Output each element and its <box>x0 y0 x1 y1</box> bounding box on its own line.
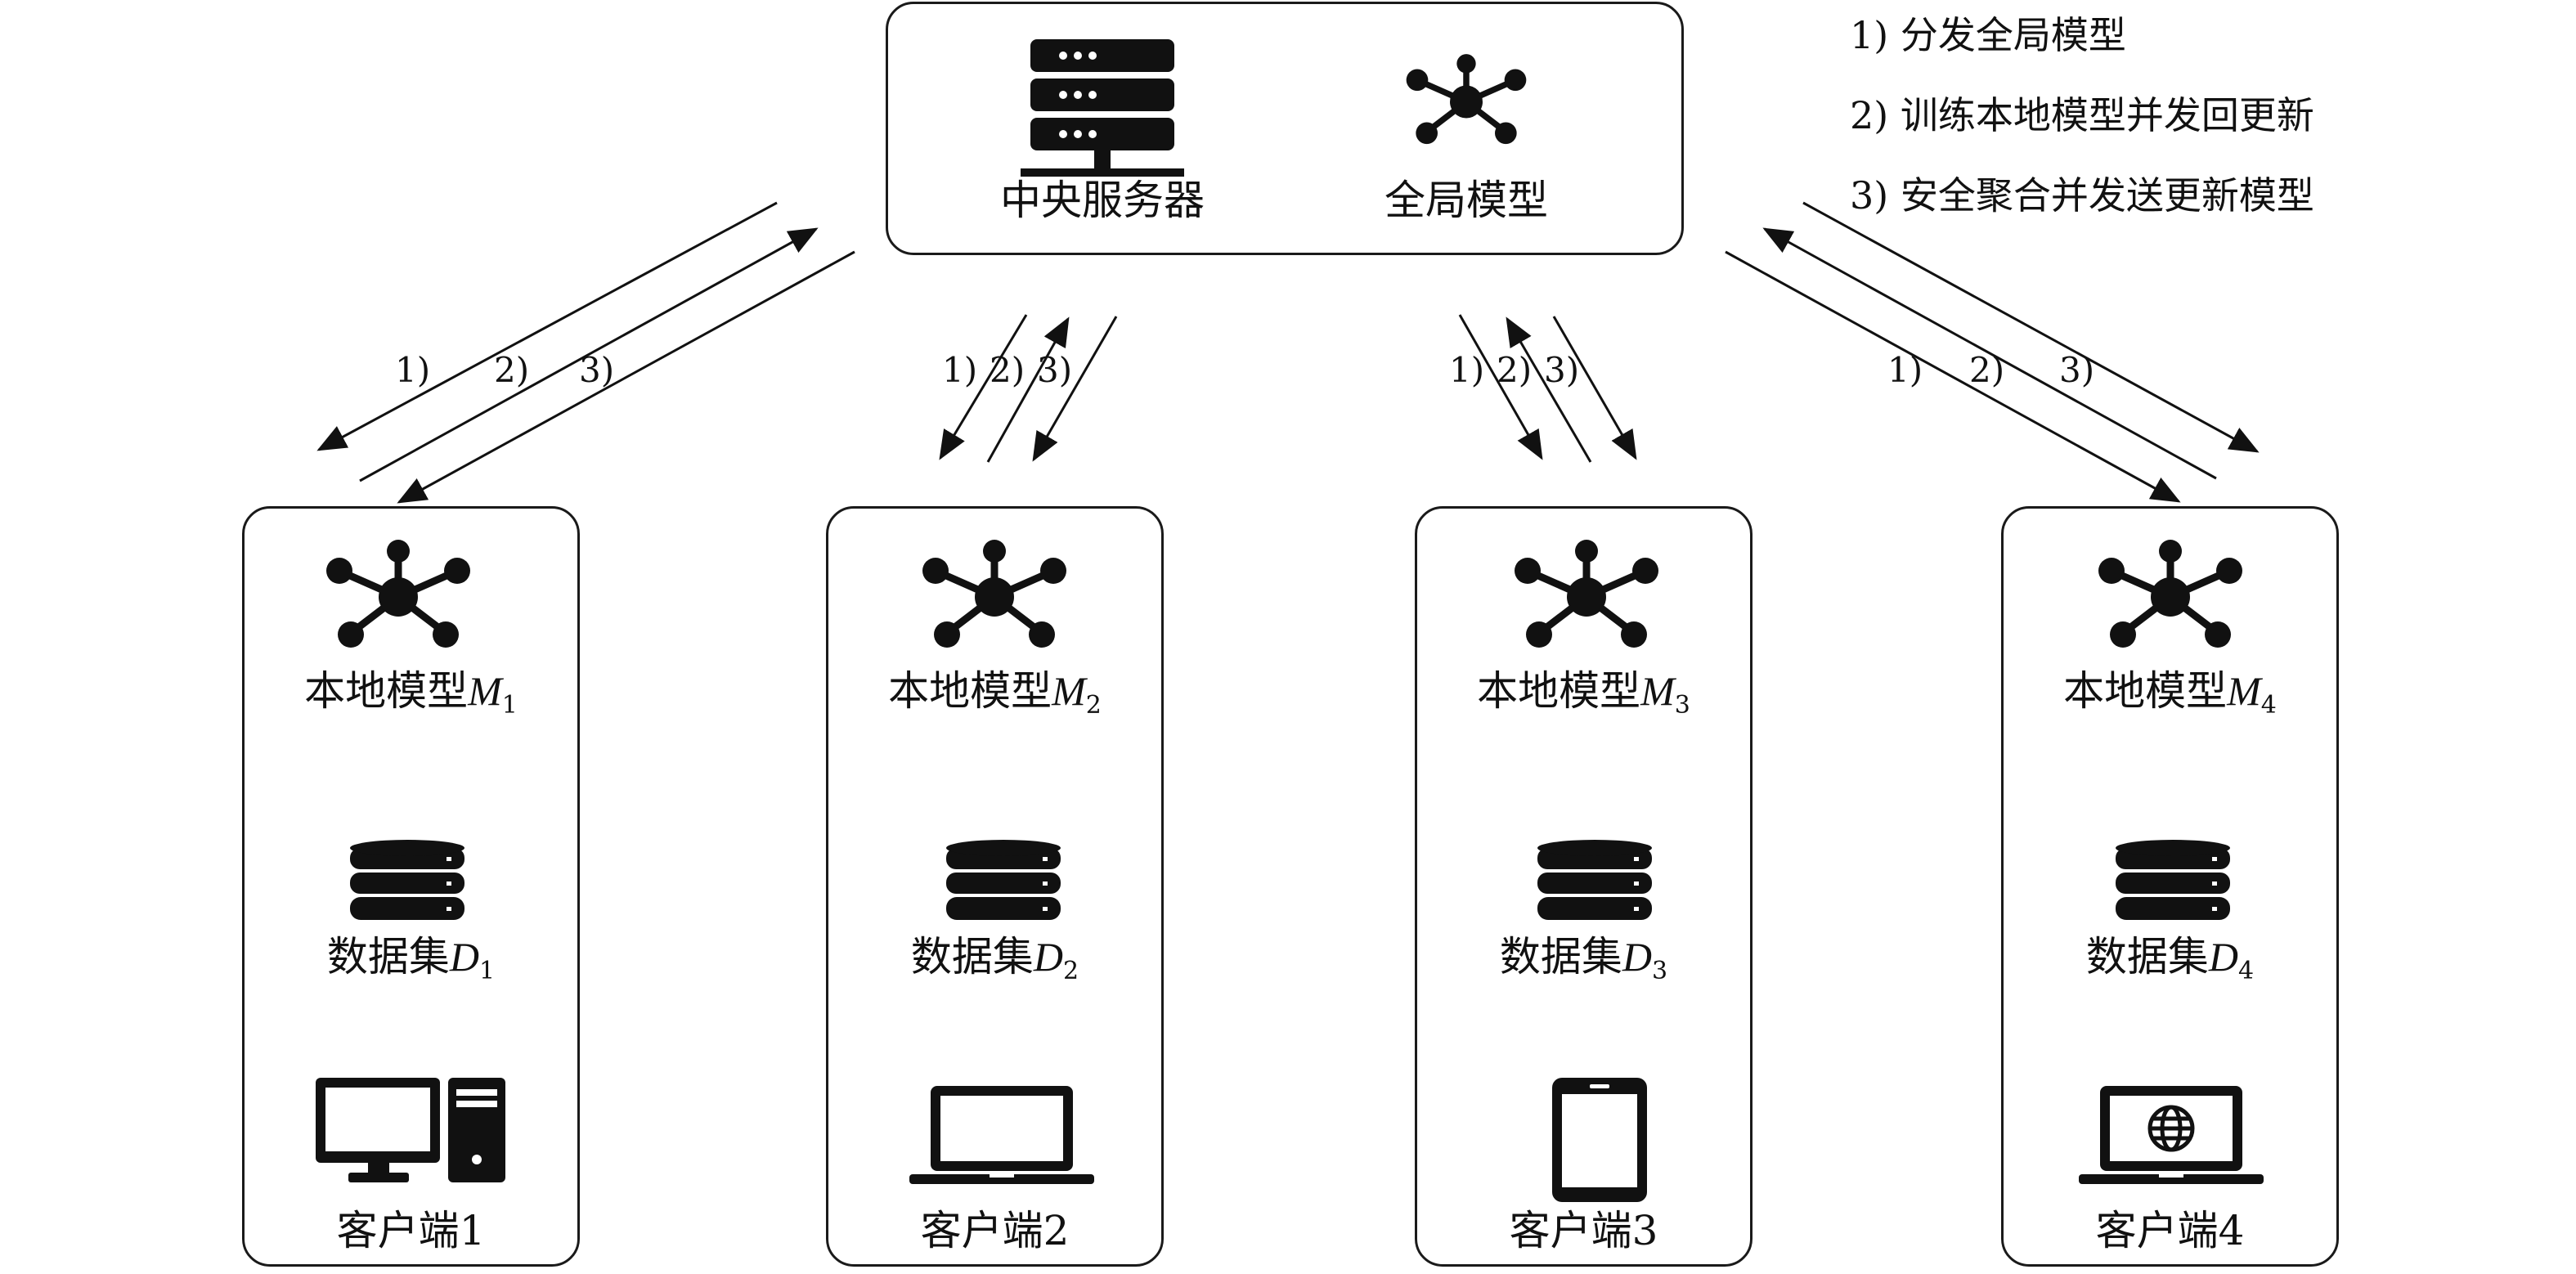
local-model-network-icon <box>1513 540 1660 654</box>
central-server-box <box>886 2 1684 255</box>
legend-step-2: 2) 训练本地模型并发回更新 <box>1850 93 2314 137</box>
client-name-4: 客户端4 <box>2095 1207 2245 1254</box>
laptop-icon <box>909 1086 1094 1184</box>
arrow-label-1-client-3: 1) <box>1449 350 1485 390</box>
arrow-label-3-client-2: 3) <box>1037 350 1073 390</box>
legend-step-3: 3) 安全聚合并发送更新模型 <box>1850 173 2314 218</box>
database-icon <box>1537 840 1652 920</box>
local-model-label-1: 本地模型M1 <box>304 667 518 720</box>
arrow-label-2-client-1: 2) <box>494 350 530 390</box>
arrow-2-client-1 <box>359 227 819 482</box>
arrow-label-2-client-2: 2) <box>990 350 1025 390</box>
arrow-label-2-client-3: 2) <box>1497 350 1533 390</box>
arrow-1-client-1 <box>316 201 778 451</box>
server-rack-icon <box>1021 39 1184 177</box>
arrow-label-2-client-4: 2) <box>1969 350 2005 390</box>
local-model-network-icon <box>921 540 1068 654</box>
local-model-label-2: 本地模型M2 <box>888 667 1102 720</box>
arrow-3-client-1 <box>397 250 855 504</box>
arrow-3-client-2 <box>1032 316 1118 462</box>
client-name-3: 客户端3 <box>1509 1207 1658 1254</box>
dataset-label-4: 数据集D4 <box>2085 933 2255 985</box>
client-name-2: 客户端2 <box>920 1207 1070 1254</box>
local-model-label-3: 本地模型M3 <box>1477 667 1690 720</box>
arrow-2-client-4 <box>1762 227 2217 480</box>
dataset-label-2: 数据集D2 <box>910 933 1079 985</box>
arrow-1-client-4 <box>1802 201 2260 453</box>
arrow-label-1-client-4: 1) <box>1887 350 1923 390</box>
arrow-2-client-2 <box>986 316 1070 463</box>
arrow-label-3-client-3: 3) <box>1544 350 1580 390</box>
arrow-label-1-client-1: 1) <box>395 350 431 390</box>
arrow-label-3-client-1: 3) <box>579 350 615 390</box>
arrow-label-3-client-4: 3) <box>2059 350 2095 390</box>
legend-step-1: 1) 分发全局模型 <box>1850 13 2126 57</box>
arrow-1-client-2 <box>939 314 1028 460</box>
database-icon <box>946 840 1061 920</box>
arrow-2-client-3 <box>1506 316 1592 463</box>
arrow-label-1-client-2: 1) <box>942 350 978 390</box>
local-model-network-icon <box>325 540 472 654</box>
laptop-globe-icon <box>2079 1086 2264 1184</box>
dataset-label-1: 数据集D1 <box>326 933 496 985</box>
global-model-label: 全局模型 <box>1384 177 1548 224</box>
local-model-network-icon <box>2097 540 2244 654</box>
database-icon <box>350 840 464 920</box>
desktop-computer-icon <box>316 1078 505 1182</box>
database-icon <box>2116 840 2230 920</box>
client-name-1: 客户端1 <box>336 1207 486 1254</box>
arrow-3-client-4 <box>1725 250 2181 503</box>
local-model-label-4: 本地模型M4 <box>2063 667 2277 720</box>
arrow-1-client-3 <box>1458 314 1543 460</box>
tablet-icon <box>1552 1078 1647 1202</box>
central-server-label: 中央服务器 <box>1000 177 1205 224</box>
arrow-3-client-3 <box>1552 316 1637 460</box>
dataset-label-3: 数据集D3 <box>1499 933 1668 985</box>
